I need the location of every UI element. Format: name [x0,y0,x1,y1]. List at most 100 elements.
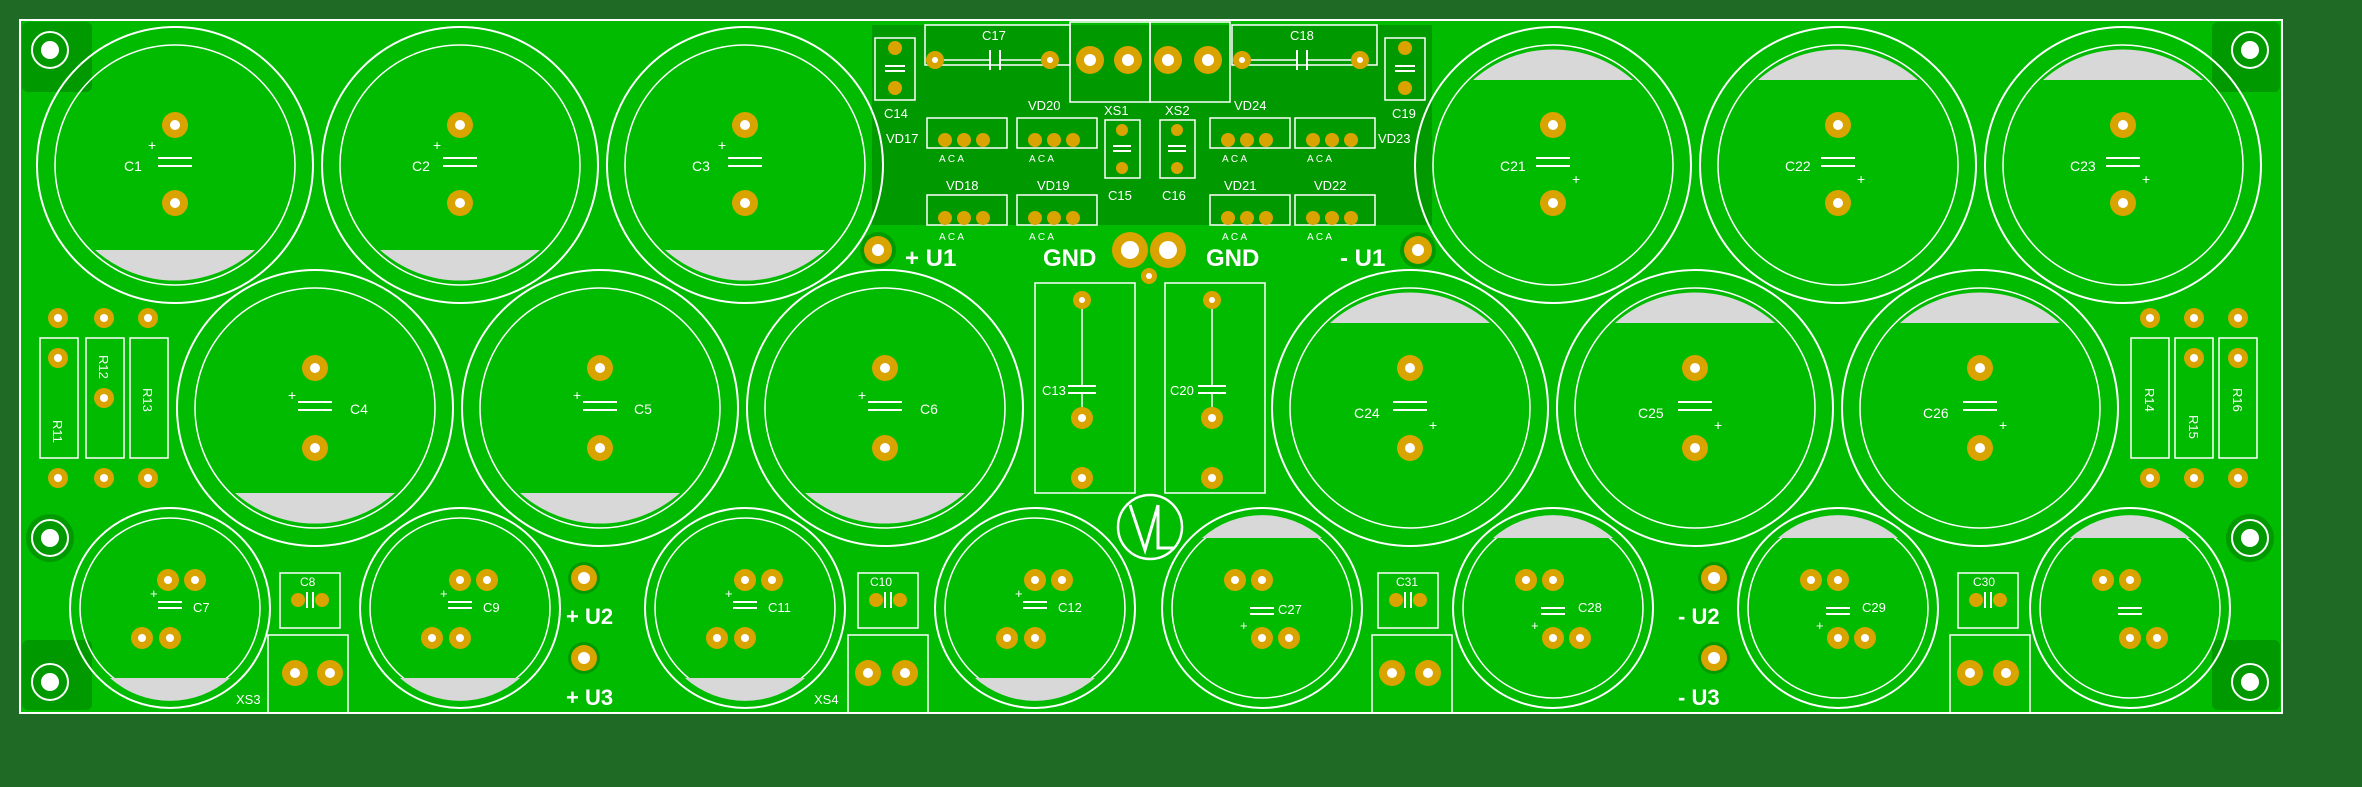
pad-minus-u3 [1698,642,1730,674]
resistor-r12: R12 [85,308,125,488]
ref-label: C16 [1162,188,1186,203]
diode-vd18: A C A VD18 [926,178,1008,243]
ref-label: VD19 [1037,178,1070,193]
resistor-r15: R15 [2174,308,2214,488]
ref-label: C2 [412,158,430,174]
ref-label: XS4 [814,692,839,707]
ref-label: VD20 [1028,98,1061,113]
ref-label: C15 [1108,188,1132,203]
ref-label: C3 [692,158,710,174]
resistor-r14: R14 [2130,308,2170,488]
capacitor-c23: + C23 [1984,26,2262,304]
ref-label: C30 [1973,575,1995,589]
capacitor-c5: + C5 [461,269,739,547]
capacitor-c25: + C25 [1556,269,1834,547]
ref-label: R16 [2230,388,2245,412]
capacitor-c11: + C11 [644,507,846,709]
ref-label: C10 [870,575,892,589]
resistor-r13: R13 [129,308,169,488]
ref-label: C24 [1354,405,1380,421]
capacitor-c30: C30 [1957,572,2019,629]
ref-label: C12 [1058,600,1082,615]
diode-vd17: A C A VD17 [886,117,1008,165]
net-label-plus-u2: + U2 [566,604,613,629]
connector-terminal [1371,634,1453,714]
pin-label: A C A [1222,154,1247,165]
ref-label: C20 [1170,383,1194,398]
ref-label: C13 [1042,383,1066,398]
svg-text:+: + [1015,586,1023,601]
connector-xs1: XS1 [1069,21,1151,118]
resistor-r16: R16 [2218,308,2258,488]
ref-label: VD24 [1234,98,1267,113]
ref-label: XS2 [1165,103,1190,118]
ref-label: R15 [2186,415,2201,439]
net-label-gnd-left: GND [1043,245,1096,272]
pin-label: A C A [1029,232,1054,243]
ref-label: C27 [1278,602,1302,617]
svg-text:+: + [1240,618,1248,633]
capacitor-c7: + C7 [69,507,271,709]
ref-label: R11 [50,420,65,443]
svg-text:+: + [1714,417,1722,433]
svg-text:+: + [573,387,581,403]
capacitor-c1: + C1 [36,26,314,304]
capacitor-c2: + C2 [321,26,599,304]
pad-plus-u3 [568,642,600,674]
ref-label: C9 [483,600,500,615]
pad-minus-u2 [1698,562,1730,594]
mounting-hole-icon [26,514,74,562]
resistor-r11: R11 [39,308,79,488]
net-label-minus-u2: - U2 [1678,604,1720,629]
ref-label: C29 [1862,600,1886,615]
svg-text:+: + [148,137,156,153]
capacitor-c10: C10 [857,572,919,629]
ref-label: R12 [96,355,111,379]
ref-label: C8 [300,575,316,589]
copper-pour-center [872,25,1432,225]
capacitor-c6: + C6 [746,269,1024,547]
ref-label: C23 [2070,158,2096,174]
capacitor-c19: C19 [1384,37,1426,121]
svg-text:+: + [858,387,866,403]
board-edge [19,19,2283,714]
capacitor-c18: C18 [1231,24,1378,70]
pin-label: A C A [939,154,964,165]
capacitor-c31: C31 [1377,572,1439,629]
capacitor-c28: + C28 [1452,507,1654,709]
ref-label: VD22 [1314,178,1347,193]
capacitor-c29: + C29 [1737,507,1939,709]
mounting-hole-icon [2226,658,2274,706]
pin-label: A C A [1307,154,1332,165]
mounting-hole-icon [2226,26,2274,74]
pad-plus-u1 [860,232,896,268]
ref-label: C26 [1923,405,1949,421]
capacitor-c9: + C9 [359,507,561,709]
ref-label: C22 [1785,158,1811,174]
svg-text:+: + [1572,171,1580,187]
diode-vd21: A C A VD21 [1209,178,1291,243]
ref-label: C19 [1392,106,1416,121]
svg-text:+: + [2142,171,2150,187]
ref-label: C17 [982,28,1006,43]
ref-label: C6 [920,401,938,417]
capacitor-c15: C15 [1104,119,1141,203]
connector-xs4: XS4 [814,634,929,714]
net-label-minus-u1: - U1 [1340,245,1385,272]
svg-text:+: + [1429,417,1437,433]
connector-xs3: XS3 [236,634,349,714]
net-label-gnd-right: GND [1206,245,1259,272]
diode-vd19: A C A VD19 [1016,178,1098,243]
pin-label: A C A [1029,154,1054,165]
capacitor-c4: + C4 [176,269,454,547]
svg-text:+: + [725,586,733,601]
ref-label: C5 [634,401,652,417]
ref-label: VD23 [1378,131,1411,146]
pad-minus-u1 [1400,232,1436,268]
ref-label: C21 [1500,158,1526,174]
mounting-hole-icon [26,658,74,706]
svg-text:+: + [288,387,296,403]
net-label-plus-u3: + U3 [566,685,613,710]
pad-plus-u2 [568,562,600,594]
